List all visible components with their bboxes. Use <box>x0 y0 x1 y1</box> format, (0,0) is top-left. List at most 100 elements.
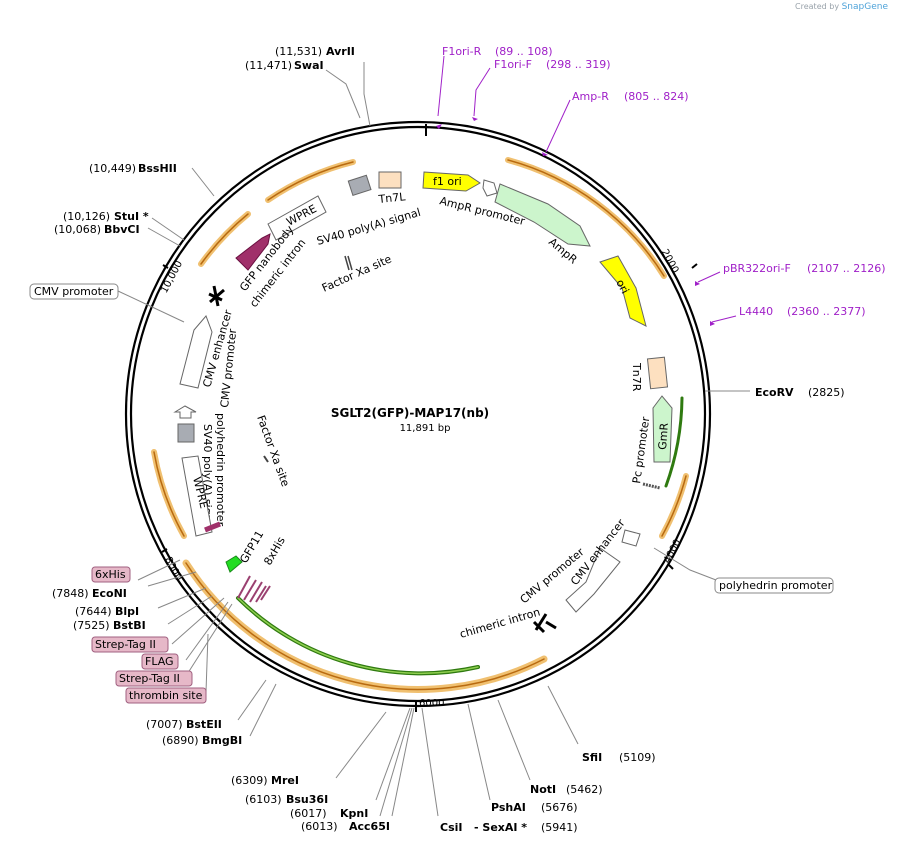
site-pos-blpi: (7644) <box>75 605 112 618</box>
tag-strep-ii-label-2: Strep-Tag II <box>119 672 180 685</box>
site-leader-lines <box>117 62 750 817</box>
site-name-bmgbi: BmgBI <box>202 734 242 747</box>
tag-thrombin-label: thrombin site <box>129 689 203 702</box>
f1-ori-arrow <box>422 171 481 192</box>
site-name-econi: EcoNI <box>92 587 127 600</box>
tick-label-4000: 4000 <box>662 538 684 566</box>
sv40-polya-label-upper: SV40 poly(A) signal <box>315 206 422 248</box>
wpre-nanobody-mark <box>204 521 221 533</box>
snapgene-credit: Created by SnapGene <box>795 2 888 12</box>
backbone-ring <box>124 120 712 708</box>
site-name-sexai: - SexAI * <box>474 821 527 834</box>
chimeric-intron-mark-right <box>532 613 557 634</box>
site-pos-bsu36i: (6103) <box>245 793 282 806</box>
site-pos-stui: (10,126) <box>63 210 110 223</box>
ori-label: ori <box>613 277 631 296</box>
site-name-blpi: BlpI <box>115 605 139 618</box>
tick-10000-mark <box>162 264 169 269</box>
tag-6xhis-box <box>91 566 131 583</box>
primer-name-l4440: L4440 <box>739 305 773 318</box>
site-name-stui: StuI * <box>114 210 149 223</box>
gmr-arrow <box>652 395 673 463</box>
site-pos-bmgbi: (6890) <box>162 734 199 747</box>
cmv-promoter-box <box>29 283 119 300</box>
site-pos-econi: (7848) <box>52 587 89 600</box>
site-pos-avrii: (11,531) <box>275 45 322 58</box>
site-pos-bbvci: (10,068) <box>54 223 101 236</box>
pc-promoter-label: Pc promoter <box>630 416 652 485</box>
site-pos-bstbi: (7525) <box>73 619 110 632</box>
site-name-ecorv: EcoRV <box>755 386 794 399</box>
tag-thrombin-box <box>125 687 207 704</box>
orf-arc-map17 <box>265 159 356 203</box>
tag-cluster-marks <box>237 575 271 603</box>
site-pos-sexai: (5941) <box>541 821 578 834</box>
polyhedrin-promoter-arrow-left <box>173 405 197 419</box>
primer-name-f1ori-f: F1ori-F <box>494 58 532 71</box>
site-name-swai: SwaI <box>294 59 324 72</box>
primer-name-pbr322ori-f: pBR322ori-F <box>723 262 791 275</box>
cmv-enhancer-arrow-right <box>565 547 621 613</box>
site-name-pshai: PshAI <box>491 801 526 814</box>
site-name-bsu36i: Bsu36I <box>286 793 328 806</box>
primer-range-f1ori-f: (298 .. 319) <box>546 58 611 71</box>
gfp-nanobody-arrow <box>235 233 271 271</box>
site-pos-acc65i: (6013) <box>301 820 338 833</box>
tag-flag-box <box>141 653 179 670</box>
factor-xa-mark-upper <box>344 255 353 271</box>
cmv-promoter-box-label: CMV promoter <box>34 285 114 298</box>
site-pos-sfii: (5109) <box>619 751 656 764</box>
tn7l-box <box>378 171 402 189</box>
site-name-sfii: SfiI <box>582 751 602 764</box>
plasmid-length: 11,891 bp <box>400 423 451 434</box>
site-name-acc65i: Acc65I <box>349 820 390 833</box>
primer-range-pbr322ori-f: (2107 .. 2126) <box>807 262 886 275</box>
site-name-csii: CsiI <box>440 821 462 834</box>
site-pos-kpni: (6017) <box>290 807 327 820</box>
snapgene-logo: SnapGene <box>841 2 888 12</box>
polyhedrin-promoter-label-left: polyhedrin promoter <box>214 413 227 527</box>
tn7r-box <box>646 356 669 390</box>
tag-6xhis-label: 6xHis <box>95 568 126 581</box>
site-name-bsshii: BssHII <box>138 162 177 175</box>
primer-range-f1ori-r: (89 .. 108) <box>495 45 553 58</box>
primer-name-amp-r: Amp-R <box>572 90 609 103</box>
orf-arc-gmr <box>664 396 684 488</box>
tn7r-label: Tn7R <box>630 362 643 392</box>
sv40-box-upper <box>347 174 372 197</box>
wpre-box-upper <box>267 195 327 241</box>
orf-arc-left-lower <box>151 449 187 539</box>
polyhedrin-promoter-box <box>714 577 834 594</box>
tick-label-6000: 6000 <box>419 698 444 709</box>
tn7l-label: Tn7L <box>377 190 407 206</box>
site-pos-bsteii: (7007) <box>146 718 183 731</box>
tick-4000-mark <box>668 564 674 570</box>
factor-xa-label-lower: Factor Xa site <box>254 414 292 489</box>
polyhedrin-promoter-box-label: polyhedrin promoter <box>719 579 833 592</box>
site-name-bsteii: BstEII <box>186 718 222 731</box>
ori-arrow <box>599 255 647 327</box>
site-pos-pshai: (5676) <box>541 801 578 814</box>
tag-strep-ii-box-1 <box>91 636 169 653</box>
sv40-box-lower <box>177 423 195 443</box>
tag-flag-label: FLAG <box>145 655 174 668</box>
site-name-kpni: KpnI <box>340 807 368 820</box>
primer-leader-lines <box>437 55 737 323</box>
tick-2000-mark <box>691 263 698 269</box>
tag-strep-ii-label-1: Strep-Tag II <box>95 638 156 651</box>
primer-range-amp-r: (805 .. 824) <box>624 90 689 103</box>
tick-label-10000: 10,000 <box>159 259 185 295</box>
factor-xa-label-upper: Factor Xa site <box>320 252 394 294</box>
cmv-enhancer-arrow-left <box>179 315 213 389</box>
site-pos-bsshii: (10,449) <box>89 162 136 175</box>
site-name-bstbi: BstBI <box>113 619 146 632</box>
8xhis-label: 8xHis <box>261 534 288 567</box>
site-name-mrei: MreI <box>271 774 299 787</box>
polyhedrin-promoter-arrow-right <box>621 529 641 547</box>
credit-prefix: Created by <box>795 2 840 11</box>
tag-strep-ii-box-2 <box>115 670 193 687</box>
site-pos-ecorv: (2825) <box>808 386 845 399</box>
site-name-avrii: AvrII <box>326 45 355 58</box>
primer-markers <box>436 117 715 326</box>
